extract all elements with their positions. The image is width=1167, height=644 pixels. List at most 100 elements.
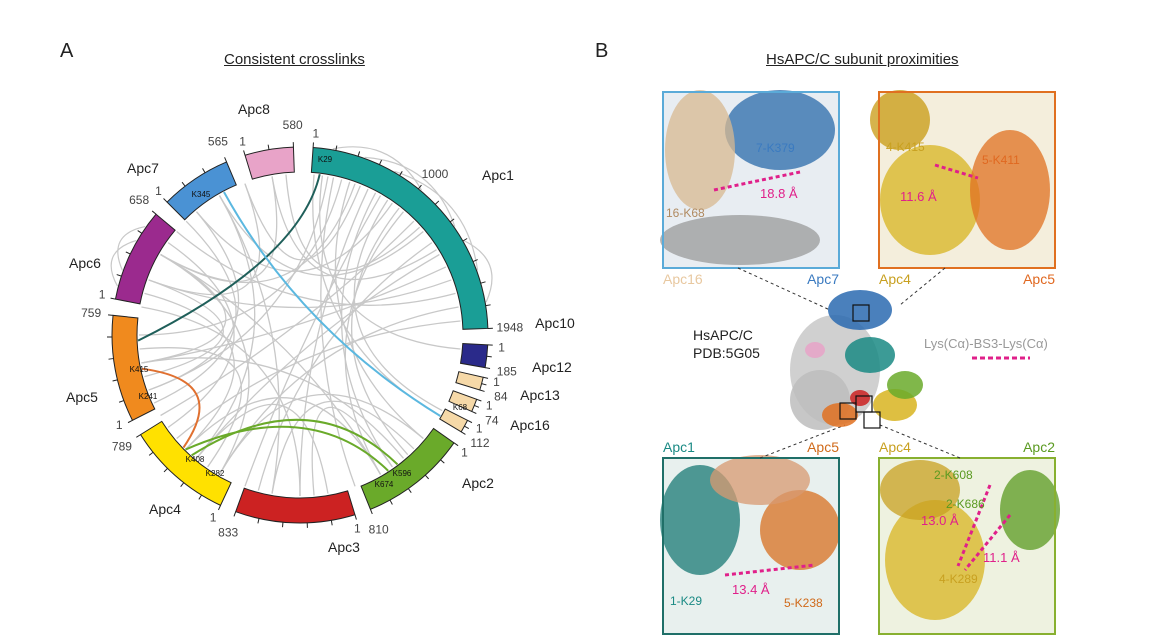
residue-label: K408 [186, 455, 205, 464]
residue-label: 2-K686 [946, 497, 985, 511]
helix-blob [710, 455, 810, 505]
crosslink [299, 188, 369, 497]
helix-blob [870, 90, 930, 150]
segment-tick [180, 482, 185, 487]
distance-label: 11.1 Å [983, 550, 1020, 565]
crosslink [160, 176, 278, 283]
crosslink-legend-label: Lys(Cα)-BS3-Lys(Cα) [924, 336, 1048, 351]
segment-tick [137, 230, 143, 234]
residue-label: 1-K29 [670, 594, 702, 608]
crosslink [176, 231, 456, 306]
segment-tick [354, 514, 357, 520]
helix-blob [665, 90, 735, 210]
segment-tick [449, 218, 455, 223]
segment-apc10 [459, 343, 489, 369]
crosslink [117, 226, 146, 271]
residue-label: 2-K608 [934, 468, 973, 482]
crosslink [257, 242, 433, 491]
inset-connector [879, 424, 961, 459]
inset-right-label: Apc7 [807, 271, 839, 287]
crosslink [394, 170, 479, 271]
segment-tick [479, 389, 485, 392]
crosslink [153, 220, 237, 404]
segment-tick [224, 157, 228, 163]
inset-left-label: Apc4 [879, 439, 911, 455]
highlighted-crosslink [137, 173, 321, 342]
distance-crosslink [724, 563, 816, 577]
inset-right-label: Apc5 [1023, 271, 1055, 287]
helix-blob [970, 130, 1050, 250]
segment-tick [481, 383, 487, 386]
segment-start-label: 1 [99, 288, 106, 302]
crosslink [244, 195, 382, 487]
crosslink [196, 202, 393, 272]
crosslink [364, 156, 456, 227]
segment-apc13 [448, 390, 478, 413]
segment-end-label: 759 [81, 306, 101, 320]
segment-tick [136, 434, 141, 438]
segment-start-label: 1 [354, 522, 361, 536]
segment-tick [485, 304, 491, 307]
segment-tick [486, 355, 492, 358]
panel-a-letter: A [60, 40, 74, 62]
segment-tick [471, 411, 477, 414]
crosslink [271, 400, 415, 494]
segment-label-apc3: Apc3 [328, 539, 360, 555]
highlighted-crosslink [223, 191, 441, 417]
crosslink [141, 306, 301, 497]
crosslink [196, 403, 329, 494]
segment-apc12 [455, 371, 484, 391]
distance-label: 18.8 Å [760, 186, 798, 201]
segment-end-label: 833 [218, 525, 238, 539]
crosslink [344, 211, 404, 475]
crosslink [185, 397, 382, 475]
residue-label: 4-K415 [886, 140, 925, 154]
segment-start-label: 1 [239, 134, 246, 148]
segment-tick [202, 168, 206, 173]
helix-blob [725, 90, 835, 170]
subunit-segments [107, 142, 493, 528]
segment-start-label: 1 [155, 184, 162, 198]
segment-end-label: 84 [494, 389, 508, 403]
crosslink [351, 207, 409, 456]
segment-end-label: 810 [369, 523, 389, 537]
segment-tick [118, 400, 124, 403]
segment-tick [108, 358, 114, 360]
segment-tick [198, 494, 202, 500]
highlighted-crosslink [141, 367, 201, 449]
inset-connector [737, 267, 831, 311]
segment-tick [399, 171, 403, 176]
inset-frame [878, 91, 1056, 269]
segment-tick [330, 520, 333, 526]
helix-blob [660, 215, 820, 265]
helix-blob [1000, 470, 1060, 550]
segment-tick [217, 505, 222, 511]
crosslink [167, 242, 235, 428]
highlighted-crosslink [191, 418, 399, 466]
crosslink [340, 192, 393, 468]
panel-b-letter: B [595, 40, 609, 62]
segment-label-apc5: Apc5 [66, 389, 98, 405]
segment-apc16 [439, 408, 469, 433]
residue-label: K29 [318, 155, 333, 164]
crosslink [319, 175, 461, 350]
crosslink [160, 253, 250, 475]
segment-tick [440, 459, 445, 464]
crosslink [144, 292, 235, 450]
highlighted-crosslink [185, 425, 389, 472]
crosslink [148, 183, 261, 296]
segment-apc1 [310, 146, 489, 330]
crosslink [176, 320, 461, 439]
segment-start-label: 1 [313, 127, 320, 141]
structure-name: HsAPC/C [693, 327, 753, 343]
inset-frame [878, 457, 1056, 635]
inset-left-label: Apc1 [663, 439, 695, 455]
segment-end-label: 112 [470, 436, 489, 450]
segment-apc4 [139, 420, 232, 507]
residue-label: 16-K68 [666, 206, 705, 220]
